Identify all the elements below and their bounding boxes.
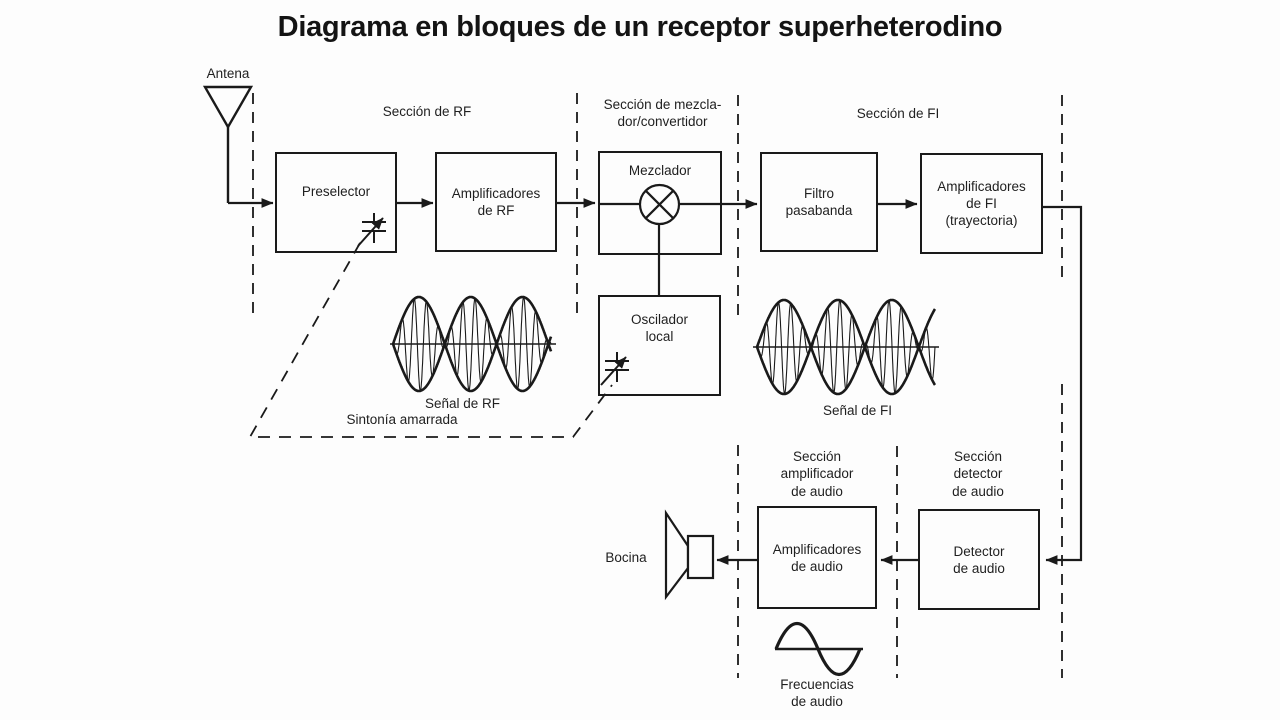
section-rf-label: Sección de RF [382,104,472,119]
if-signal-label: Señal de FI [822,403,893,418]
block-preselector: Preselector [275,152,397,253]
antenna-label: Antena [206,66,250,81]
audio-sine-icon [774,621,862,677]
signal-connectors [228,198,1083,565]
speaker-icon [664,509,715,601]
section-audio-amp-label: Sección amplificador de audio [780,449,854,499]
block-rf-amplifier: Amplificadores de RF [435,152,557,252]
block-audio-detector: Detector de audio [918,509,1040,610]
section-audio-det-label: Sección detector de audio [952,449,1004,499]
mixer-symbol-icon [638,183,681,226]
section-mixer-label: Sección de mezcla- dor/convertidor [603,97,722,130]
section-divider-lines [252,93,1063,678]
block-mixer: Mezclador [598,151,722,255]
ifamp-to-detector-arrow [1043,205,1083,565]
block-local-oscillator: Oscilador local [598,295,721,396]
block-if-amplifier: Amplificadores de FI (trayectoria) [920,153,1043,254]
preselector-tuning-capacitor-icon [357,213,386,247]
section-if-label: Sección de FI [856,106,940,121]
tuning-link-label: Sintonía amarrada [346,412,458,427]
audio-frequencies-label: Frecuencias de audio [780,677,854,710]
rf-signal-label: Señal de RF [424,396,501,411]
antenna-icon [202,85,254,203]
rf-signal-waveform [391,295,553,393]
block-audio-amplifier: Amplificadores de audio [757,506,877,609]
page-title: Diagrama en bloques de un receptor super… [277,11,1003,43]
block-bandpass-filter: Filtro pasabanda [760,152,878,252]
speaker-label: Bocina [605,550,647,565]
if-signal-waveform [755,298,937,396]
tuning-link-line [248,242,613,438]
oscillator-tuning-capacitor-icon [600,352,629,386]
